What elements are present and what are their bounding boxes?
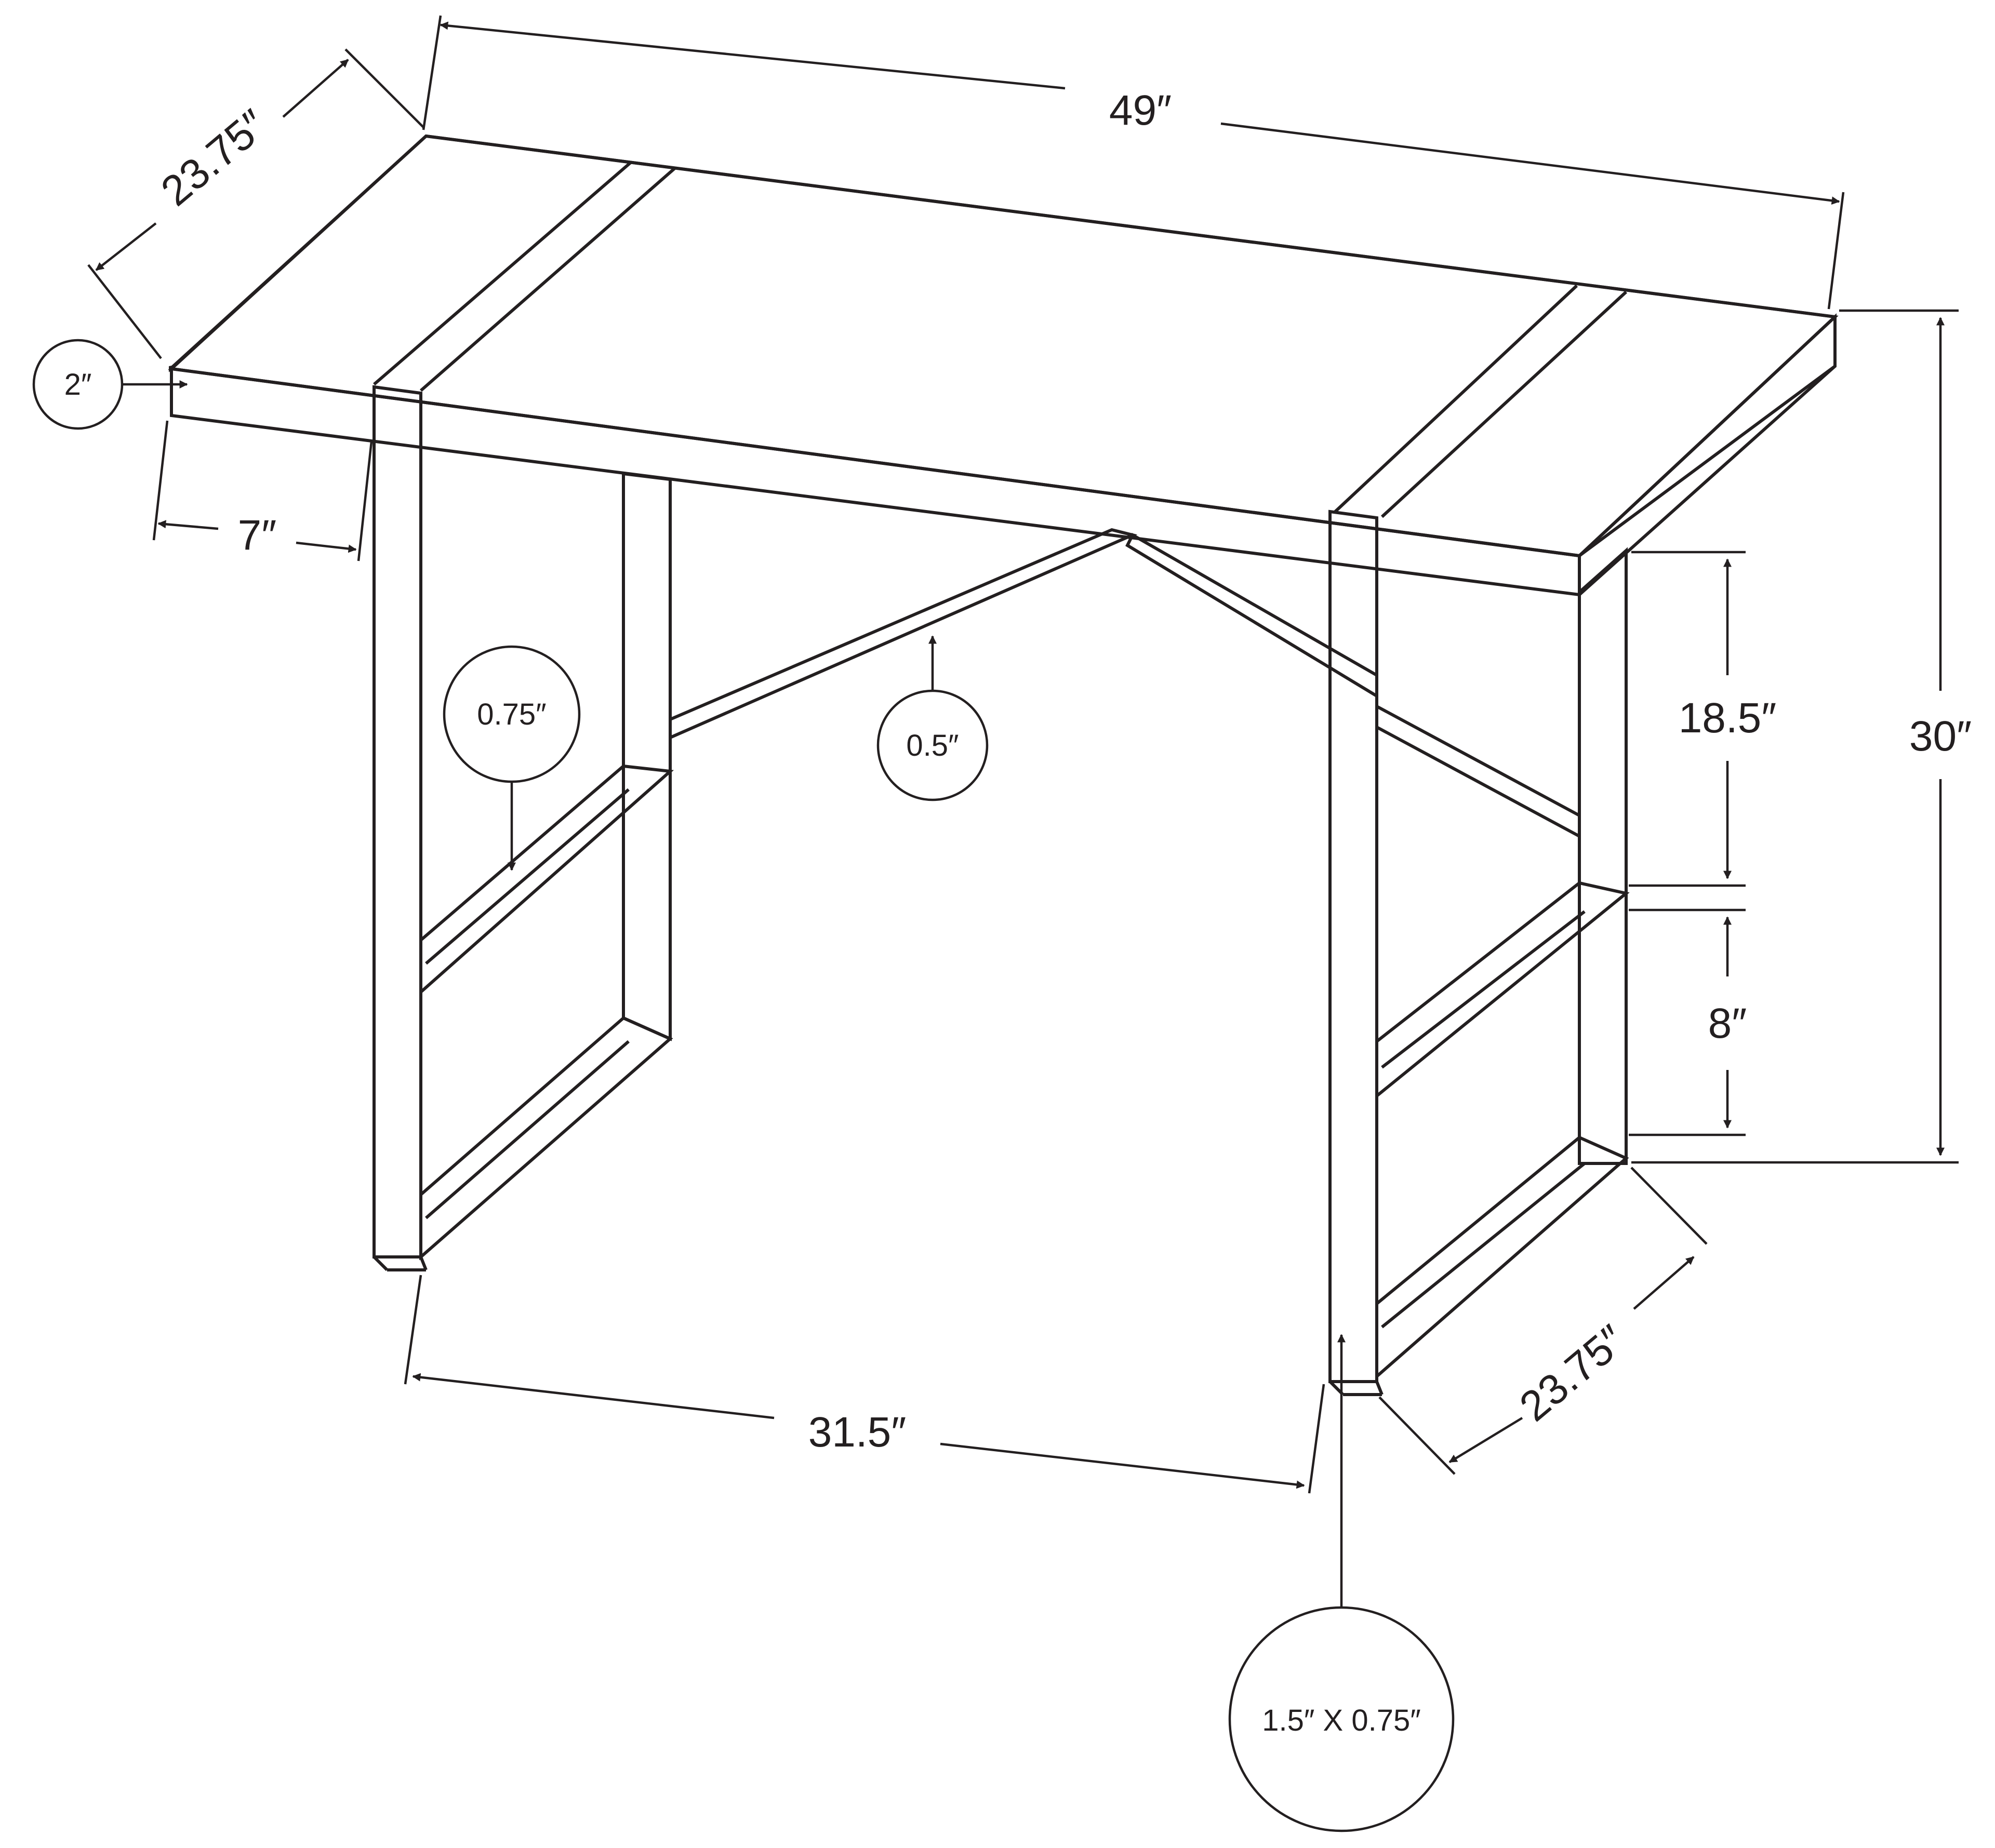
- desk-drawing: [168, 134, 1839, 1396]
- label-upper-section: 18.5″: [1679, 694, 1777, 742]
- dim-top-overhang: 7″: [152, 420, 373, 561]
- dim-overall-width: 49″: [422, 15, 1845, 310]
- left-leg-frame: [373, 385, 674, 1271]
- callout-top-thickness: 2″: [32, 339, 188, 430]
- dim-depth-bottom: 23.75″: [1378, 1167, 1708, 1475]
- dim-total-height: 30″: [1631, 309, 1972, 1164]
- callout-leg-profile: 1.5″ X 0.75″: [1228, 1334, 1455, 1832]
- cross-brace: [669, 528, 1581, 839]
- callout-brace-thickness: 0.5″: [876, 635, 989, 801]
- label-leg-inner-span: 31.5″: [808, 1409, 907, 1456]
- callout-shelf-thickness: 0.75″: [443, 645, 581, 871]
- label-top-thickness: 2″: [64, 368, 92, 401]
- dim-upper-section: 18.5″: [1629, 551, 1777, 887]
- label-shelf-thickness: 0.75″: [477, 698, 546, 731]
- label-depth-bottom: 23.75″: [1511, 1316, 1634, 1430]
- label-total-height: 30″: [1909, 713, 1972, 760]
- label-shelf-gap: 8″: [1708, 1000, 1747, 1047]
- label-overall-width: 49″: [1109, 87, 1172, 134]
- right-leg-frame: [1328, 510, 1630, 1396]
- dim-shelf-gap: 8″: [1629, 908, 1747, 1136]
- label-depth-top: 23.75″: [152, 101, 276, 215]
- label-top-overhang: 7″: [238, 512, 277, 559]
- dim-leg-inner-span: 31.5″: [404, 1275, 1325, 1494]
- label-brace-thickness: 0.5″: [906, 729, 959, 762]
- dim-depth-top: 23.75″: [87, 48, 424, 359]
- label-leg-profile: 1.5″ X 0.75″: [1262, 1704, 1421, 1737]
